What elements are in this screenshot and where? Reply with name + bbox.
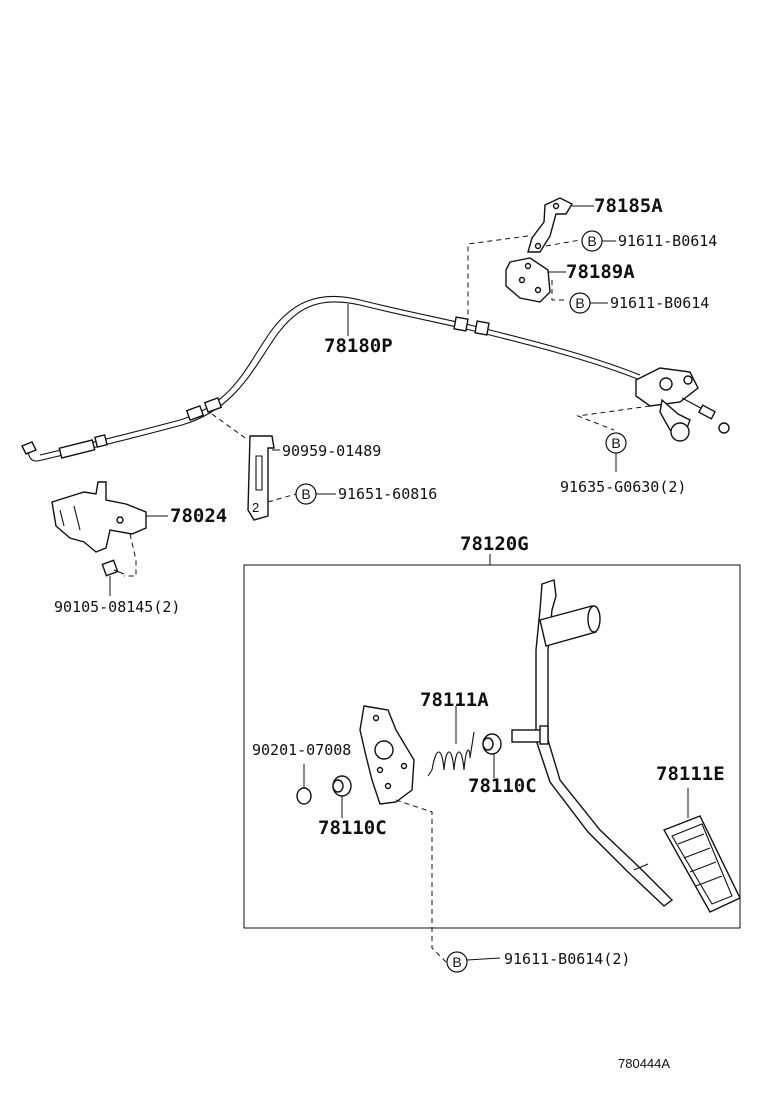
label-90105-08145: 90105-08145(2) [54, 598, 180, 616]
label-90201-07008: 90201-07008 [252, 741, 351, 759]
svg-text:B: B [611, 435, 620, 451]
bolt-symbol-a: B [581, 230, 603, 252]
pedal-pad [662, 815, 741, 913]
label-78185A: 78185A [594, 195, 663, 217]
bracket-78024 [51, 481, 147, 553]
pedal-assembly-frame [243, 564, 741, 929]
label-78111A: 78111A [420, 689, 489, 711]
svg-text:B: B [575, 295, 584, 311]
bushing-left [332, 775, 352, 797]
svg-text:B: B [587, 233, 596, 249]
label-78111E: 78111E [656, 763, 725, 785]
label-78024: 78024 [170, 505, 227, 527]
label-91611-B0614-b: 91611-B0614 [610, 294, 709, 312]
dash-clip-bolt [267, 493, 297, 503]
bracket-78189A [505, 257, 551, 303]
bolt-symbol-engine: B [605, 432, 627, 454]
svg-text:2: 2 [252, 500, 259, 515]
label-91611-B0614-c: 91611-B0614(2) [504, 950, 630, 968]
bolt-90105 [101, 559, 125, 577]
label-91635-G0630: 91635-G0630(2) [560, 478, 686, 496]
svg-text:B: B [452, 954, 461, 970]
accelerator-cable [21, 295, 730, 462]
label-91651-60816: 91651-60816 [338, 485, 437, 503]
dash-bolt-a [545, 239, 581, 247]
bolt-symbol-b: B [569, 292, 591, 314]
label-78110C-left: 78110C [318, 817, 387, 839]
dash-bracket-left [467, 235, 529, 318]
pedal-arm [511, 579, 674, 907]
dash-plate-bolt [395, 799, 447, 963]
diagram-ref-code: 780444A [618, 1056, 670, 1071]
label-78189A: 78189A [566, 261, 635, 283]
bolt-symbol-plate: B [446, 951, 468, 973]
dash-bolt-b [551, 280, 566, 301]
label-78110C-right: 78110C [468, 775, 537, 797]
label-78180P: 78180P [324, 335, 393, 357]
bolt-symbol-clip: B [295, 483, 317, 505]
dash-clip [211, 413, 249, 441]
label-90959-01489: 90959-01489 [282, 442, 381, 460]
leader-91611-c [466, 957, 501, 961]
dash-78024-bolt [124, 533, 137, 577]
spring-78111A [427, 731, 475, 777]
dash-bolt-engine [576, 405, 651, 431]
label-78120G: 78120G [460, 533, 529, 555]
clip-90201 [296, 787, 312, 805]
svg-text:B: B [301, 486, 310, 502]
pedal-bracket-plate [359, 705, 415, 805]
bracket-78185A [527, 197, 573, 253]
label-91611-B0614-a: 91611-B0614 [618, 232, 717, 250]
clip-90959: 2 [247, 435, 275, 521]
bushing-right [482, 733, 502, 755]
